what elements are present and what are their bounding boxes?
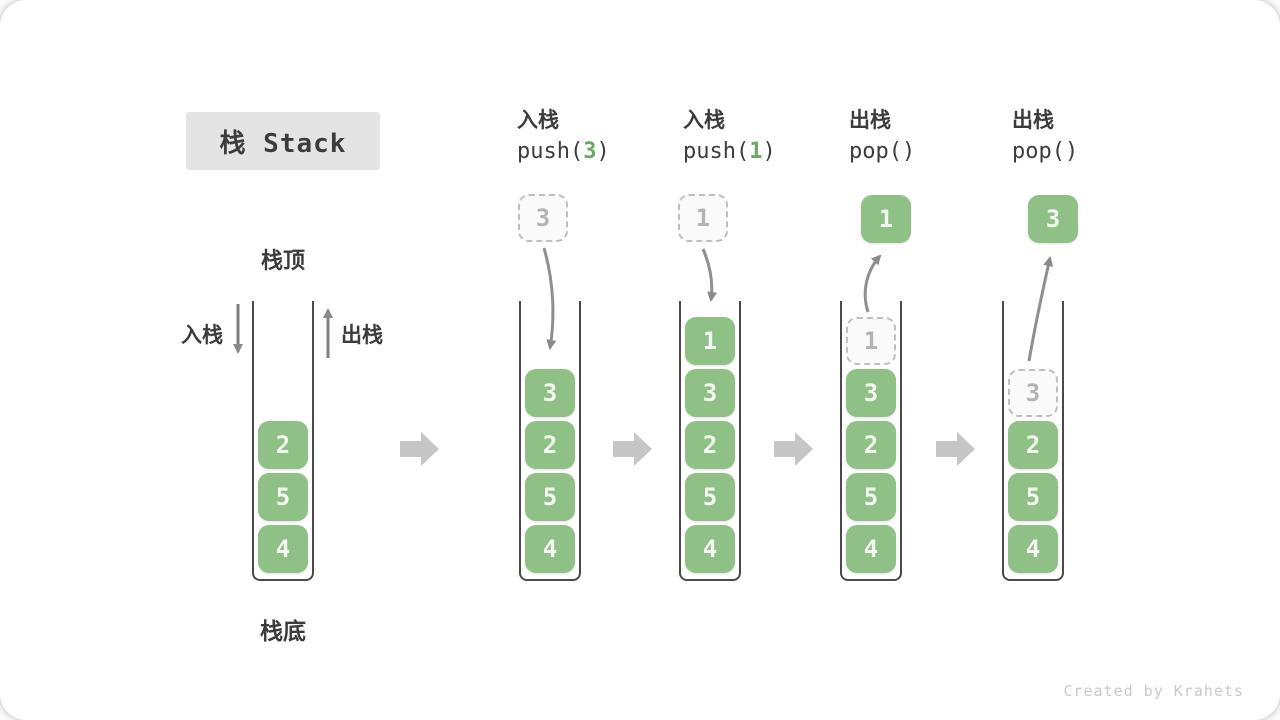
op-code-label: pop() <box>1012 139 1079 164</box>
stack-cell: 5 <box>258 473 308 521</box>
op-name-label: 出栈 <box>1012 109 1054 132</box>
stack-cell: 1 <box>685 317 735 365</box>
stack-cell: 1 <box>846 317 896 365</box>
push-side-label: 入栈 <box>181 324 223 347</box>
stack-top-label: 栈顶 <box>260 248 305 273</box>
op-header-pop-1: 出栈 pop() <box>849 107 915 169</box>
stack-cell: 2 <box>258 421 308 469</box>
op-arg: 3 <box>583 139 597 164</box>
floating-value-ghost-3: 3 <box>518 194 568 242</box>
stack-cell: 4 <box>525 525 575 573</box>
op-header-pop-2: 出栈 pop() <box>1012 107 1078 169</box>
stack-cell: 4 <box>685 525 735 573</box>
stack-cell: 2 <box>1008 421 1058 469</box>
stack-cell: 5 <box>685 473 735 521</box>
transition-arrow-4 <box>936 432 975 466</box>
floating-value-popped-3: 3 <box>1028 195 1078 243</box>
transition-arrow-2 <box>613 432 652 466</box>
diagram-title: 栈 Stack <box>186 112 380 170</box>
transition-arrow-3 <box>774 432 813 466</box>
stack-cell: 3 <box>1008 369 1058 417</box>
stack-state-4: 1 3 2 5 4 <box>840 301 902 581</box>
stack-cell: 3 <box>846 369 896 417</box>
stack-cell: 2 <box>525 421 575 469</box>
stack-cell: 2 <box>685 421 735 469</box>
op-name-label: 入栈 <box>517 109 559 132</box>
pop-side-label: 出栈 <box>341 324 383 347</box>
stack-cell: 5 <box>1008 473 1058 521</box>
op-name-label: 入栈 <box>683 109 725 132</box>
floating-value-popped-1: 1 <box>861 195 911 243</box>
op-arg: 1 <box>749 139 763 164</box>
op-code-label: pop() <box>849 139 916 164</box>
stack-cell: 4 <box>1008 525 1058 573</box>
floating-value-ghost-1: 1 <box>678 194 728 242</box>
op-header-push-3: 入栈 push(3) <box>517 107 610 169</box>
stack-cell: 3 <box>685 369 735 417</box>
op-code-label: push(3) <box>517 139 610 164</box>
op-name-label: 出栈 <box>849 109 891 132</box>
stack-state-3: 1 3 2 5 4 <box>679 301 741 581</box>
op-code-label: push(1) <box>683 139 776 164</box>
stack-cell: 2 <box>846 421 896 469</box>
stack-cell: 3 <box>525 369 575 417</box>
stack-cell: 5 <box>846 473 896 521</box>
stack-cell: 4 <box>846 525 896 573</box>
stack-state-2: 3 2 5 4 <box>519 301 581 581</box>
transition-arrow-1 <box>400 432 439 466</box>
watermark: Created by Krahets <box>1063 682 1244 700</box>
stack-state-1: 2 5 4 <box>252 301 314 581</box>
push-1-arrow <box>701 248 718 302</box>
stack-cell: 5 <box>525 473 575 521</box>
stack-cell: 4 <box>258 525 308 573</box>
op-header-push-1: 入栈 push(1) <box>683 107 776 169</box>
stack-bottom-label: 栈底 <box>260 618 306 644</box>
stack-state-5: 3 2 5 4 <box>1002 301 1064 581</box>
